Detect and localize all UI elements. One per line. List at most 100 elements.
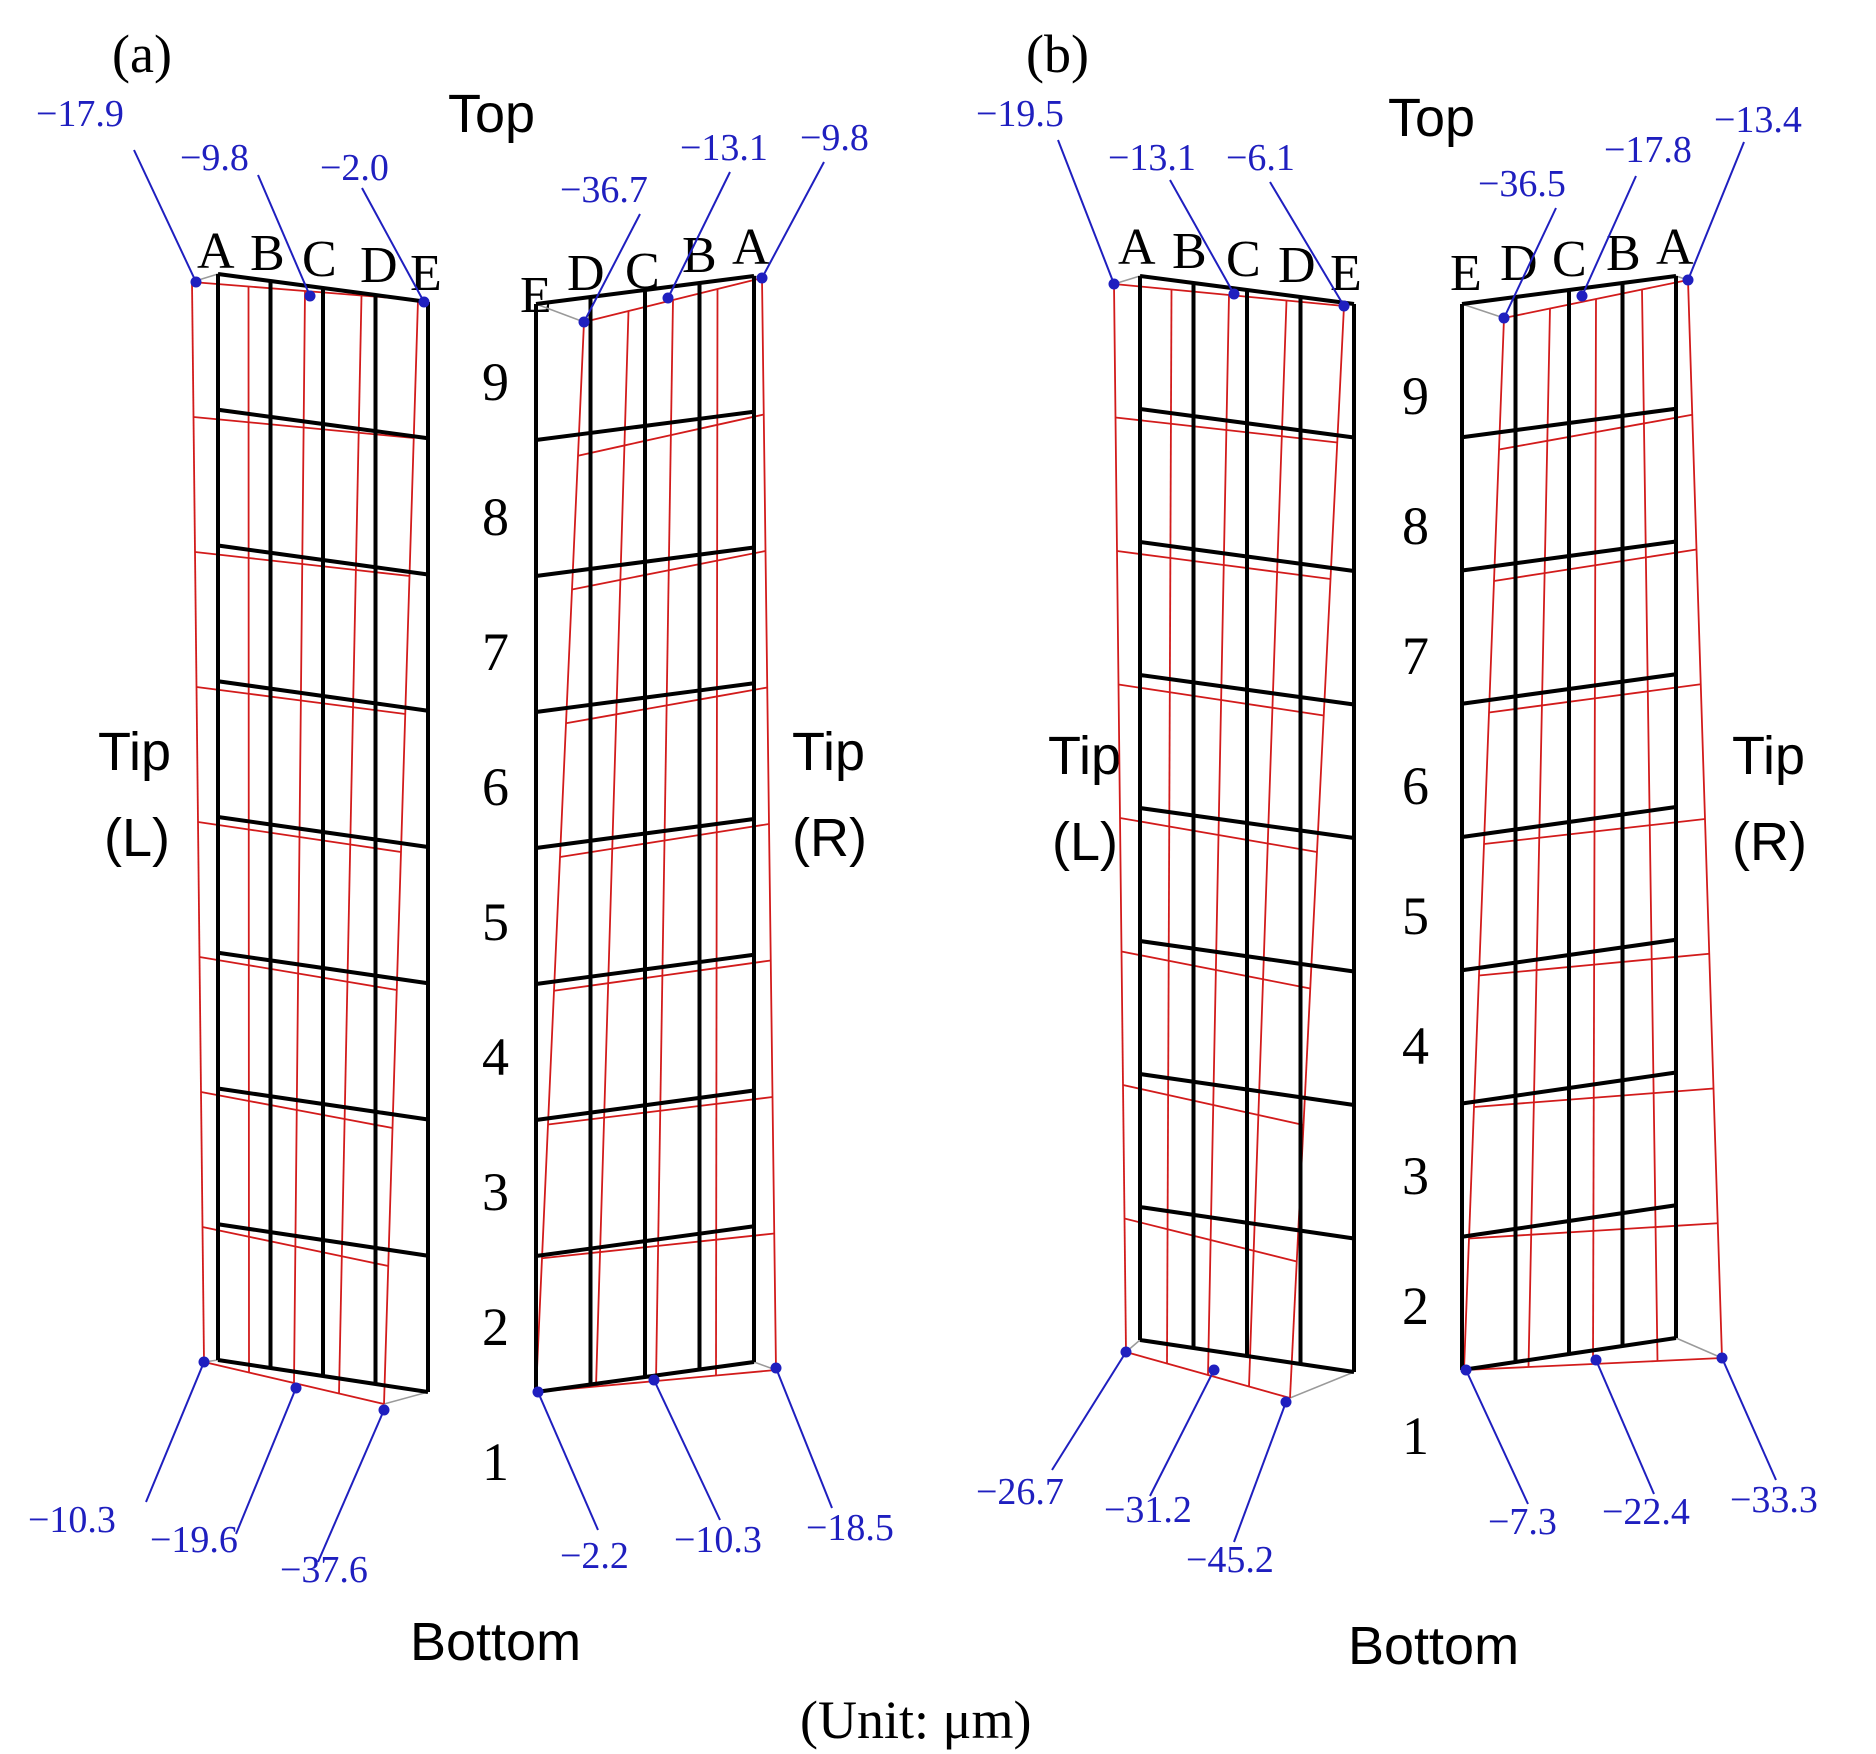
panel-a-left-bottom-value-3: −37.6 — [280, 1549, 368, 1591]
panel-b-right-deformed-row-line-2 — [1493, 548, 1697, 582]
panel-a-left-bottom-3-leader — [317, 1409, 385, 1563]
panel-b-label: (b) — [1026, 24, 1089, 84]
panel-a-right-deformed-row-line-6 — [547, 1096, 773, 1126]
panel-a: (a) Top Bottom Tip (L) Tip (R) A B C D E… — [28, 24, 894, 1672]
panel-a-top-label: Top — [448, 84, 535, 144]
panel-b-right-original-row-line-7 — [1461, 1203, 1677, 1239]
panel-b-left-original-row-line-8 — [1139, 1338, 1355, 1374]
panel-a-right-deformed-row-line-7 — [541, 1232, 775, 1260]
panel-a-left-original-row-line-8 — [217, 1358, 429, 1394]
panel-a-row-7: 7 — [482, 622, 509, 682]
panel-a-right-bottom-value-2: −10.3 — [674, 1519, 762, 1561]
panel-a-left-top-2-leader — [257, 174, 311, 297]
panel-a-left-original-row-line-6 — [217, 1086, 429, 1122]
panel-a-tip-right-line1: Tip — [792, 722, 865, 782]
panel-b-left-original-row-line-3 — [1139, 673, 1355, 707]
panel-b-left-bottom-1-dot — [1120, 1346, 1132, 1358]
panel-b-tip-right-line2: (R) — [1732, 812, 1807, 872]
panel-b-row-3: 3 — [1402, 1146, 1429, 1206]
panel-a-left-original-row-line-1 — [217, 407, 429, 441]
panel-b-right-deformed-row-line-3 — [1488, 683, 1701, 714]
panel-b-left-col-A: A — [1118, 219, 1156, 276]
panel-a-right-original-row-line-6 — [535, 1088, 755, 1122]
panel-b-left-bottom-2-dot — [1208, 1364, 1220, 1376]
panel-a-right-top-value-3: −9.8 — [800, 117, 869, 159]
panel-b-left-deformed-row-line-8 — [1125, 1351, 1291, 1399]
panel-b-left-col-E: E — [1330, 245, 1362, 302]
panel-b-left-bottom-3-leader — [1233, 1401, 1287, 1543]
panel-b-right-bottom-1-leader — [1465, 1369, 1529, 1505]
panel-b-right-deformed-row-line-0 — [1503, 279, 1689, 319]
panel-b-tip-left-line2: (L) — [1052, 812, 1118, 872]
panel-a-right-deformed-row-line-4 — [559, 823, 770, 858]
panel-a-right-original-row-line-7 — [535, 1224, 755, 1258]
panel-a-right-bottom-2-dot — [648, 1374, 660, 1386]
panel-a-right-bottom-3-leader — [775, 1367, 833, 1509]
panel-a-row-3: 3 — [482, 1162, 509, 1222]
panel-b-right-bottom-2-dot — [1590, 1354, 1602, 1366]
panel-b-right-bottom-1-dot — [1460, 1364, 1472, 1376]
panel-a-row-9: 9 — [482, 352, 509, 412]
panel-b-right-top-1-dot — [1498, 312, 1510, 324]
panel-a-right-plate — [532, 161, 833, 1531]
panel-a-right-original-row-line-1 — [535, 409, 755, 442]
panel-a-right-top-1-dot — [578, 316, 590, 328]
panel-a-right-bottom-3-dot — [770, 1362, 782, 1374]
panel-b-row-labels: 1 2 3 4 5 6 7 8 9 — [1402, 366, 1429, 1466]
panel-b-right-bottom-value-1: −7.3 — [1488, 1501, 1557, 1543]
panel-b-left-deformed-row-line-3 — [1118, 683, 1324, 717]
panel-b-left-top-3-leader — [1269, 181, 1345, 307]
panel-b-left-deformed-row-line-6 — [1122, 1084, 1304, 1126]
panel-b-row-9: 9 — [1402, 366, 1429, 426]
panel-a-right-deformed-row-line-2 — [571, 550, 766, 591]
panel-a-left-col-D: D — [360, 237, 398, 294]
panel-b-right-bottom-value-2: −22.4 — [1602, 1491, 1690, 1533]
panel-a-right-depth-edge-0 — [535, 303, 585, 323]
panel-b-left-top-1-dot — [1108, 278, 1120, 290]
panel-b-right-top-2-leader — [1581, 175, 1637, 297]
panel-b-left-original-row-line-4 — [1139, 806, 1355, 840]
panel-a-left-original-row-line-4 — [217, 815, 429, 849]
panel-b-left-deformed-row-line-2 — [1116, 550, 1331, 580]
panel-b-row-1: 1 — [1402, 1406, 1429, 1466]
panel-a-right-original-row-line-4 — [535, 817, 755, 850]
panel-a-left-top-1-leader — [133, 149, 197, 283]
panel-a-right-top-3-dot — [756, 272, 768, 284]
panel-b-row-4: 4 — [1402, 1016, 1429, 1076]
panel-b-right-plate — [1460, 141, 1777, 1505]
panel-b-left-original-row-line-2 — [1139, 540, 1355, 573]
panel-a-left-bottom-3-dot — [378, 1404, 390, 1416]
panel-b-right-bottom-3-dot — [1716, 1352, 1728, 1364]
panel-b-right-col-A: A — [1656, 219, 1694, 276]
panel-b-right-original-row-line-4 — [1461, 805, 1677, 839]
panel-b-right-original-row-line-3 — [1461, 672, 1677, 706]
panel-b-left-top-2-dot — [1228, 288, 1240, 300]
panel-b-left-depth-edge-2 — [1289, 1371, 1355, 1399]
panel-a-left-plate — [133, 149, 430, 1563]
panel-a-tip-right-line2: (R) — [792, 808, 867, 868]
panel-b-right-deformed-row-line-4 — [1483, 818, 1706, 845]
panel-a-left-col-A: A — [197, 223, 235, 280]
panel-a-right-bottom-2-leader — [653, 1379, 721, 1521]
panel-a-label: (a) — [112, 24, 172, 84]
panel-a-left-deformed-row-line-7 — [202, 1226, 389, 1267]
panel-a-left-top-3-leader — [361, 187, 425, 303]
panel-a-right-bottom-1-dot — [532, 1386, 544, 1398]
panel-b-right-top-2-dot — [1576, 290, 1588, 302]
panel-a-left-bottom-1-dot — [198, 1356, 210, 1368]
panel-b-left-bottom-value-2: −31.2 — [1104, 1489, 1192, 1531]
panel-a-left-original-row-line-3 — [217, 679, 429, 713]
panel-a-left-bottom-2-leader — [235, 1387, 297, 1535]
panel-b-right-depth-edge-2 — [1675, 1337, 1723, 1359]
panel-a-right-deformed-row-line-1 — [577, 413, 764, 457]
panel-a-right-original-row-line-0 — [535, 274, 755, 306]
panel-a-row-labels: 1 2 3 4 5 6 7 8 9 — [482, 352, 509, 1492]
panel-b-right-bottom-3-leader — [1721, 1357, 1777, 1481]
panel-a-right-bottom-value-1: −2.2 — [560, 1535, 629, 1577]
panel-b-left-top-value-2: −13.1 — [1108, 137, 1196, 179]
panel-a-left-original-row-line-5 — [217, 950, 429, 986]
mesh-grids — [133, 139, 1777, 1563]
panel-a-left-original-row-line-0 — [217, 272, 429, 304]
panel-b-right-original-row-line-5 — [1461, 937, 1677, 973]
